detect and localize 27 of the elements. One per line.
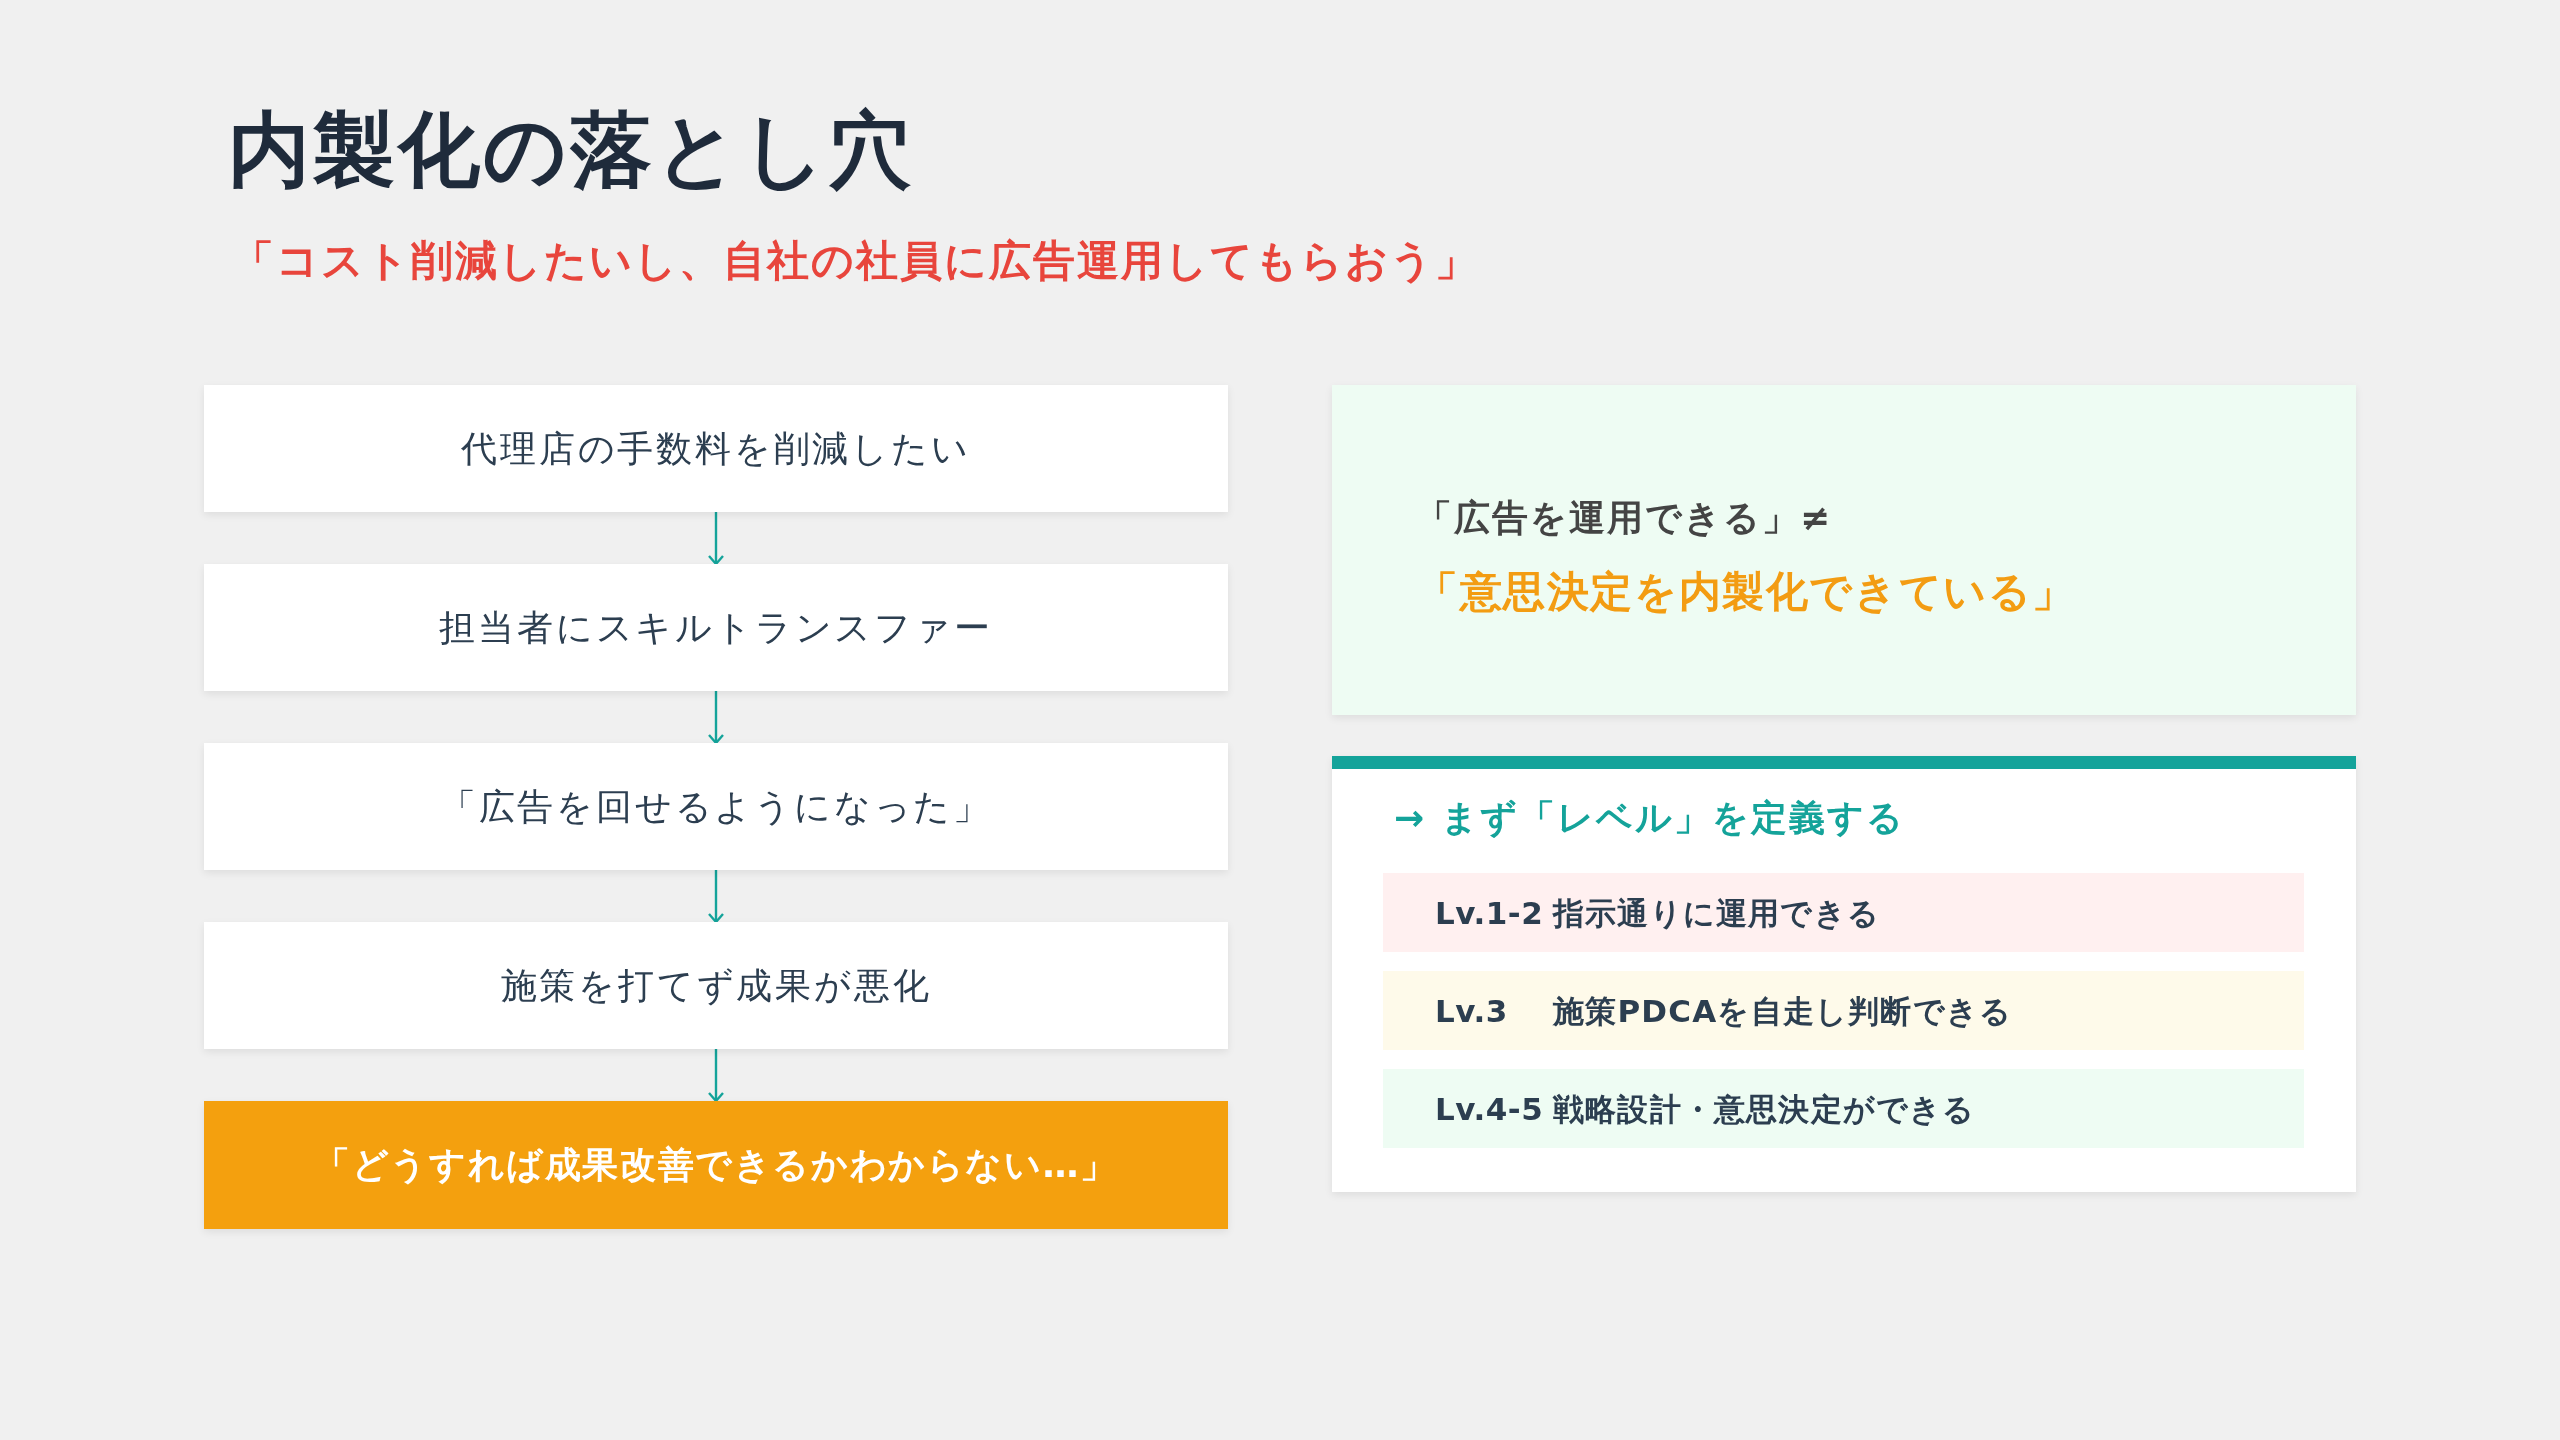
level-label: Lv.3 <box>1435 991 1509 1031</box>
level-description: 施策PDCAを自走し判断できる <box>1553 991 2013 1031</box>
step-text: 担当者にスキルトランスファー <box>439 605 993 650</box>
comparison-panel <box>1332 385 2356 715</box>
process-box <box>204 743 1228 870</box>
process-box <box>204 922 1228 1049</box>
step-text: 「広告を回せるようになった」 <box>439 784 993 829</box>
process-box <box>204 385 1228 512</box>
level-description: 指示通りに運用できる <box>1553 893 1880 933</box>
flow-arrow <box>707 870 725 924</box>
level-label: Lv.1-2 <box>1435 893 1545 933</box>
highlight-box <box>204 1101 1228 1229</box>
statement-text: 「広告を運用できる」≠ <box>1416 496 1833 540</box>
flow-arrow <box>707 512 725 566</box>
slide-title: 内製化の落とし穴 <box>228 101 914 199</box>
subtitle-text: 「コスト削減したいし、自社の社員に広告運用してもらおう」 <box>232 235 1479 287</box>
flow-arrow <box>707 691 725 745</box>
step-text: 施策を打てず成果が悪化 <box>500 963 932 1008</box>
step-text: 「どうすれば成果改善できるかわからない…」 <box>314 1143 1118 1187</box>
statement-text: 「意思決定を内製化できている」 <box>1416 566 2076 618</box>
process-box <box>204 564 1228 691</box>
level-description: 戦略設計・意思決定ができる <box>1553 1089 1976 1129</box>
step-text: 代理店の手数料を削減したい <box>461 426 971 471</box>
level-panel <box>1332 756 2356 1192</box>
level-label: Lv.4-5 <box>1435 1089 1545 1129</box>
panel-heading: → まず「レベル」を定義する <box>1394 796 1905 840</box>
flow-arrow <box>707 1049 725 1103</box>
